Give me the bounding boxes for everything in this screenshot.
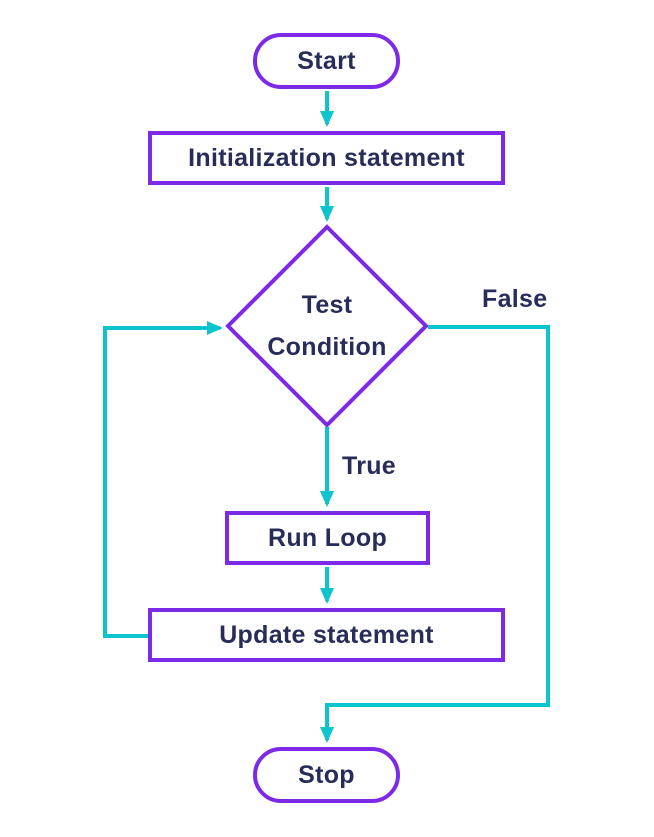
node-update-label: Update statement: [219, 620, 434, 649]
edge-update-to-test-loopback: [103, 321, 223, 638]
node-run-loop-label: Run Loop: [267, 523, 388, 552]
node-initialization-label: Initialization statement: [188, 143, 465, 172]
node-update: Update statement: [148, 608, 505, 662]
edge-label-false: False: [482, 285, 548, 313]
edge-test-to-stop-false: [320, 325, 550, 743]
node-test-condition: Test Condition: [228, 227, 426, 425]
node-stop: Stop: [253, 747, 400, 803]
decision-diamond: [225, 224, 429, 428]
node-run-loop: Run Loop: [225, 511, 430, 565]
node-test-condition-label-line1: Test: [301, 291, 353, 319]
edge-label-true: True: [342, 452, 396, 480]
node-initialization: Initialization statement: [148, 131, 505, 185]
node-start-label: Start: [297, 46, 356, 75]
node-test-condition-label-line2: Condition: [267, 333, 387, 361]
node-start: Start: [253, 33, 400, 89]
node-stop-label: Stop: [298, 760, 355, 789]
